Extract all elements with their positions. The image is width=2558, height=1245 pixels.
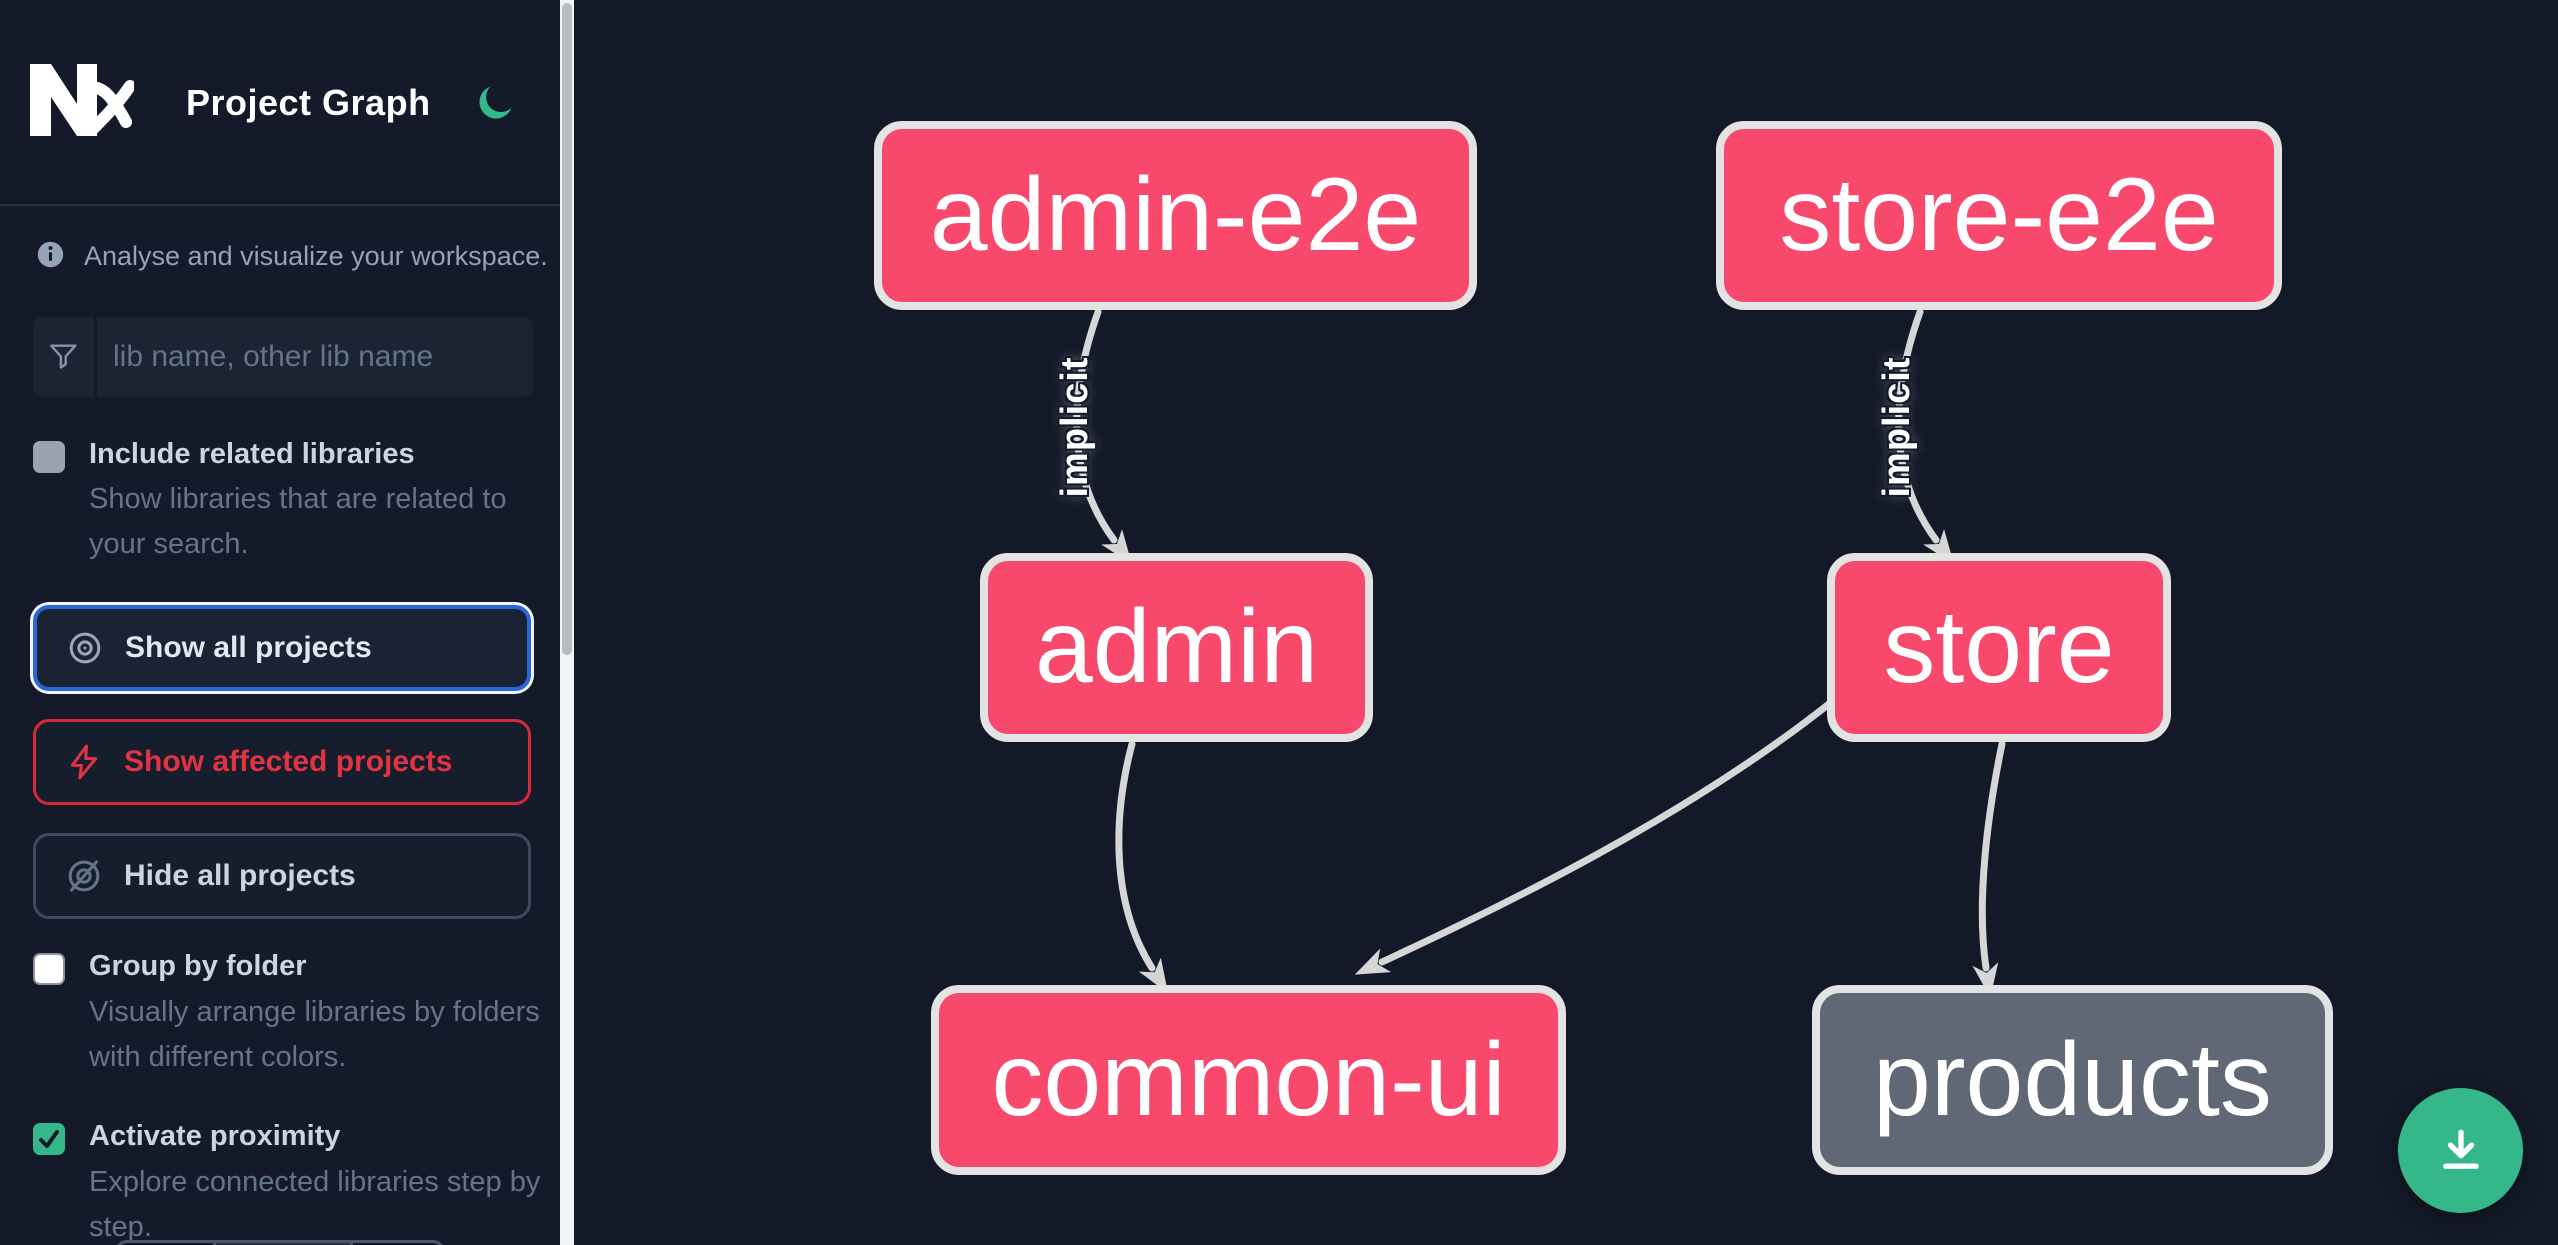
- edge-label-implicit-admin: implicit: [1054, 356, 1096, 498]
- show-all-projects-label: Show all projects: [125, 631, 372, 664]
- show-all-projects-button[interactable]: Show all projects: [33, 605, 531, 691]
- sidebar-scrollbar-thumb[interactable]: [562, 3, 572, 655]
- edge-admin-common-ui: [1115, 740, 1169, 994]
- hide-all-projects-button[interactable]: Hide all projects: [33, 833, 531, 919]
- include-related-description: Show libraries that are related to your …: [89, 483, 507, 560]
- show-affected-projects-label: Show affected projects: [124, 745, 453, 778]
- dark-mode-moon-icon[interactable]: [472, 80, 518, 126]
- page-title: Project Graph: [186, 82, 431, 123]
- edge-store-products: [1972, 740, 2006, 998]
- proximity-value-segment: [213, 1243, 353, 1245]
- activate-proximity-checkbox[interactable]: [33, 1123, 65, 1155]
- edge-label-implicit-store: implicit: [1876, 356, 1918, 498]
- hide-all-projects-label: Hide all projects: [124, 859, 356, 892]
- eye-icon: [69, 632, 101, 664]
- include-related-label: Include related libraries: [89, 438, 415, 470]
- graph-node-common-ui[interactable]: common-ui: [931, 985, 1566, 1175]
- graph-node-store-e2e[interactable]: store-e2e: [1716, 121, 2282, 310]
- filter-funnel-icon: [33, 317, 97, 397]
- proximity-increment-segment[interactable]: [353, 1243, 442, 1245]
- info-icon: [37, 241, 64, 268]
- download-graph-button[interactable]: [2398, 1088, 2523, 1213]
- group-by-folder-checkbox[interactable]: [33, 953, 65, 985]
- lightning-bolt-icon: [70, 744, 98, 780]
- graph-node-products[interactable]: products: [1812, 985, 2333, 1175]
- edge-admin-e2e-admin: [1073, 308, 1132, 565]
- sidebar-scrollbar-track[interactable]: [560, 0, 574, 1245]
- include-related-checkbox[interactable]: [33, 441, 65, 473]
- group-by-folder-label: Group by folder: [89, 950, 307, 982]
- edge-store-common-ui: [1354, 696, 1838, 975]
- show-affected-projects-button[interactable]: Show affected projects: [33, 719, 531, 805]
- activate-proximity-description: Explore connected libraries step by step…: [89, 1166, 541, 1243]
- activate-proximity-label: Activate proximity: [89, 1120, 341, 1152]
- proximity-decrement-segment[interactable]: [118, 1243, 213, 1245]
- nx-logo: [30, 64, 134, 136]
- search-input[interactable]: [97, 317, 533, 397]
- sidebar: Project Graph Analyse and visualize your…: [0, 0, 560, 1245]
- group-by-folder-description: Visually arrange libraries by folders wi…: [89, 996, 540, 1073]
- workspace-tagline: Analyse and visualize your workspace.: [84, 241, 548, 271]
- graph-node-admin[interactable]: admin: [980, 553, 1373, 742]
- graph-node-admin-e2e[interactable]: admin-e2e: [874, 121, 1477, 310]
- checkmark-icon: [39, 1130, 59, 1148]
- download-icon: [2442, 1129, 2479, 1169]
- eye-off-icon: [68, 860, 100, 892]
- graph-node-store[interactable]: store: [1827, 553, 2171, 742]
- header-divider: [0, 204, 560, 206]
- edge-store-e2e-store: [1895, 308, 1954, 565]
- search-box: [33, 317, 533, 397]
